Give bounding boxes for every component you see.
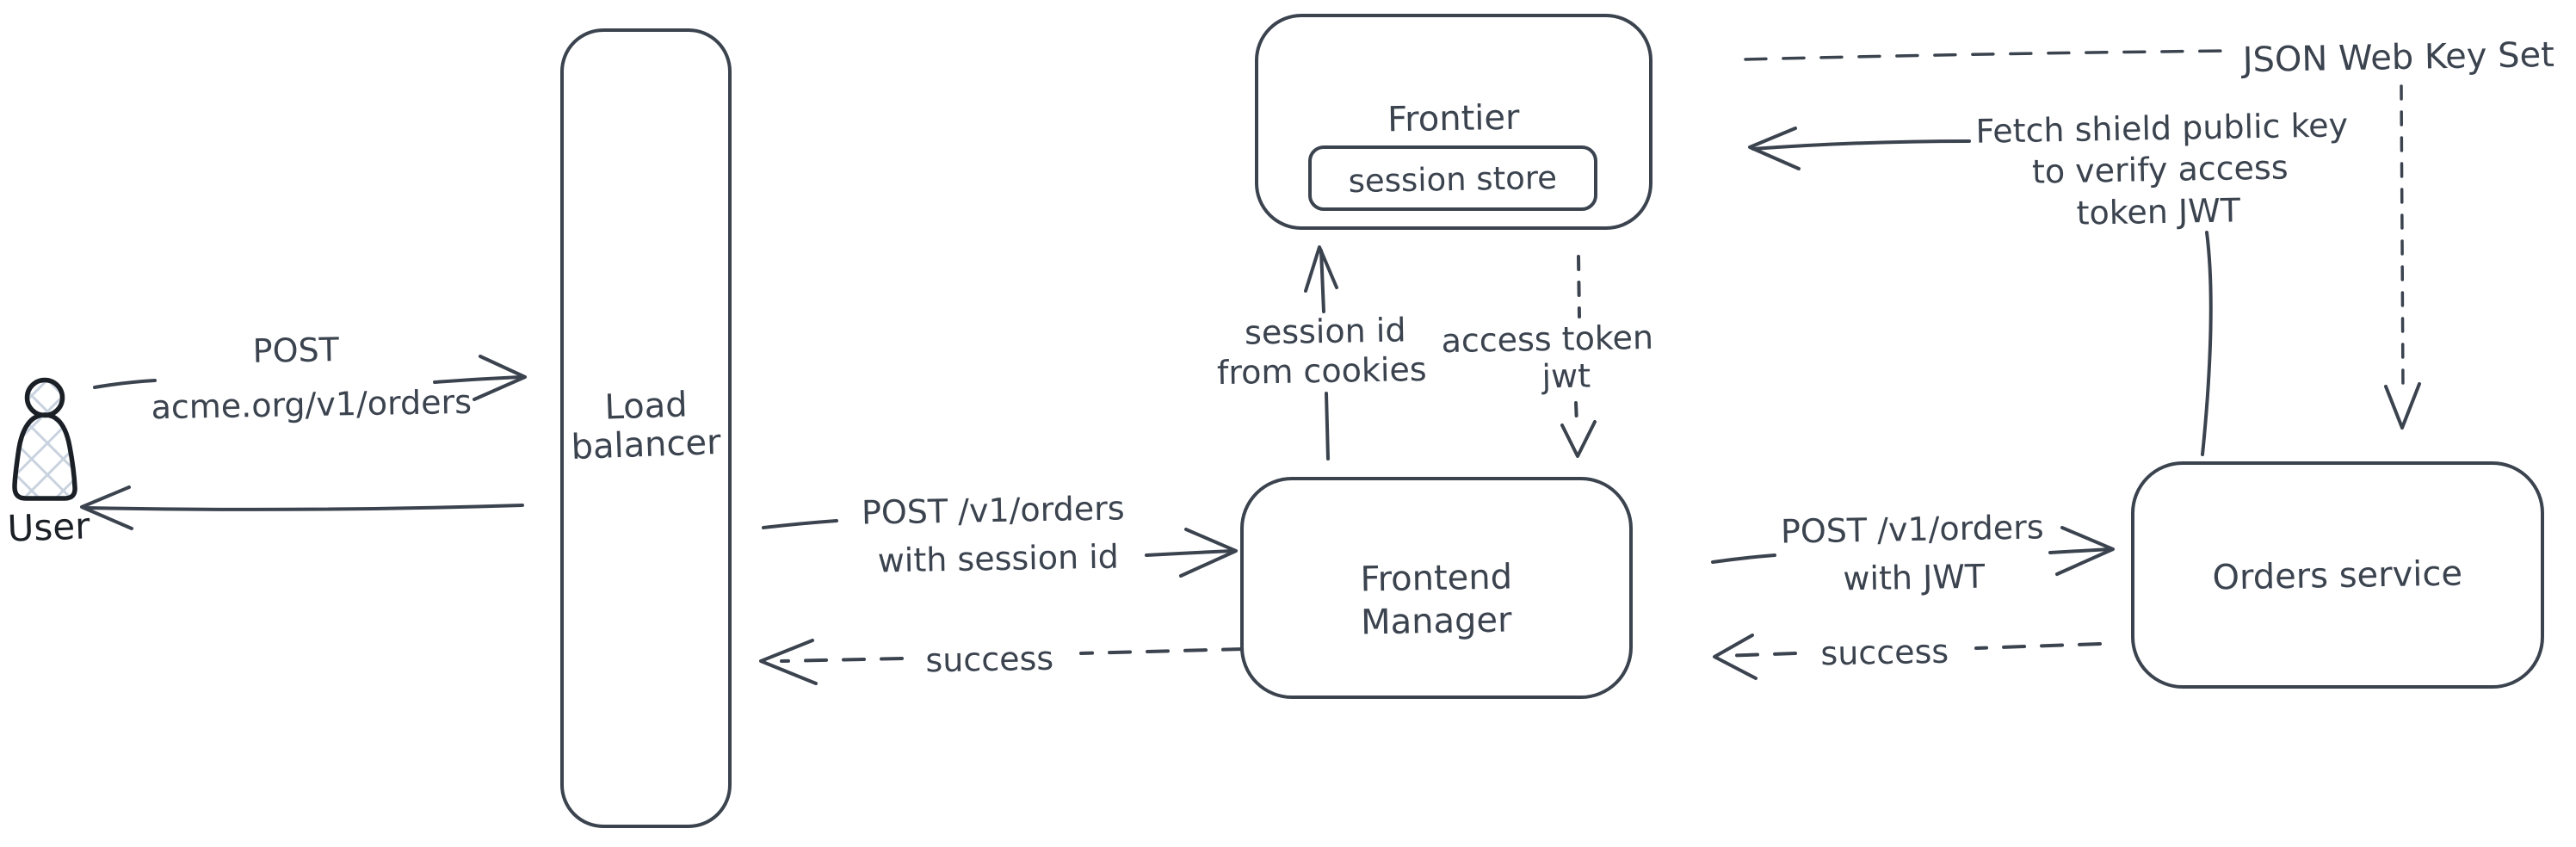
edge-fm-to-orders-tail [1711,553,1776,564]
edge-lb-to-fm-label-2: with session id [877,538,1119,580]
edge-frontier-to-fm: access token jwt [1441,255,1653,458]
orders-service-node: Orders service [2131,461,2544,689]
edge-fm-to-frontier-label-2: from cookies [1217,350,1427,392]
edge-fm-to-lb-label: success [925,640,1053,680]
edge-frontier-to-fm-label-2: jwt [1541,357,1591,396]
edge-fm-to-lb-arrowhead [759,639,818,685]
edge-orders-to-fm-arrowhead [1713,634,1757,680]
edge-user-to-lb-label-1: POST [252,331,340,370]
edge-orders-to-frontier-curve [2201,231,2213,456]
edge-fm-to-frontier-arrowhead [1304,245,1338,293]
edge-lb-to-user-arrowhead [80,485,133,530]
user-label: User [7,504,91,549]
load-balancer-label-2: balancer [571,423,722,467]
edge-frontier-to-fm-label-1: access token [1441,318,1653,360]
edge-jwks-to-orders [2384,84,2421,430]
edge-frontier-to-jwks-dash [1744,49,2237,61]
edge-lb-to-user-shaft [84,504,524,511]
edge-jwks-to-orders-arrowhead [2384,382,2421,430]
frontier-label: Frontier [1387,98,1521,140]
person-body-icon [12,412,77,501]
edge-orders-to-frontier-shaft [1751,139,1971,151]
edge-user-to-lb-arrowhead [473,355,527,401]
edge-fm-to-frontier-shaft-lower [1325,392,1330,461]
edge-lb-to-fm: POST /v1/orders with session id [762,489,1238,580]
edge-fm-to-orders-arrowhead [2055,526,2115,576]
edge-fm-to-lb-dash-left [780,657,904,663]
edge-user-to-lb-shaft [433,375,523,384]
edge-orders-to-fm: success [1713,633,2102,680]
edge-orders-to-frontier-arrowhead [1748,127,1801,170]
edge-fm-to-orders-label-1: POST /v1/orders [1781,508,2044,550]
load-balancer-label-1: Load [604,385,689,427]
edge-lb-to-fm-shaft [1145,549,1236,557]
edge-fm-to-orders: POST /v1/orders with JWT [1711,508,2115,598]
edge-frontier-to-fm-dash-lower [1574,401,1578,425]
orders-service-box [2131,461,2544,689]
edge-fm-to-lb-dash-right [1079,647,1245,655]
load-balancer-node: Load balancer [560,28,732,828]
edge-frontier-to-fm-arrowhead [1560,420,1597,458]
edge-frontier-to-jwks: JSON Web Key Set [1744,35,2554,80]
orders-service-label: Orders service [2212,553,2462,597]
user-node: User [7,377,91,550]
edge-lb-to-fm-arrowhead [1179,528,1238,578]
edge-orders-to-frontier-label-1: Fetch shield public key [1975,106,2348,151]
frontend-manager-label-1: Frontend [1360,557,1512,599]
edge-frontier-to-fm-dash-upper [1577,255,1581,318]
edge-orders-to-frontier-label-2: to verify access [2032,148,2289,190]
edge-lb-to-fm-label-1: POST /v1/orders [862,489,1125,531]
frontend-manager-box [1240,477,1633,699]
person-head-icon [24,377,65,418]
edge-orders-to-frontier: Fetch shield public key to verify access… [1748,106,2348,456]
load-balancer-box [560,28,732,828]
edge-fm-to-orders-shaft [2048,547,2112,554]
edge-user-to-lb: POST acme.org/v1/orders [93,331,527,426]
frontend-manager-node: Frontend Manager [1240,477,1633,699]
edge-fm-to-lb: success [759,639,1245,685]
edge-fm-to-frontier-label-1: session id [1245,311,1406,351]
session-store-box [1308,145,1597,211]
edge-jwks-to-orders-dash [2400,84,2405,393]
frontend-manager-label-2: Manager [1361,600,1513,642]
edge-orders-to-fm-dash-left [1720,652,1797,658]
session-store-label: session store [1348,159,1557,200]
edge-user-to-lb-tail [93,379,157,389]
edge-fm-to-frontier-shaft-upper [1319,249,1325,313]
edge-fm-to-orders-label-2: with JWT [1843,558,1986,598]
edge-lb-to-user [80,485,524,530]
edge-fm-to-frontier: session id from cookies [1217,245,1427,461]
edge-user-to-lb-label-2: acme.org/v1/orders [151,383,472,426]
frontier-node: Frontier session store [1255,14,1652,230]
jwks-label: JSON Web Key Set [2239,35,2554,80]
edge-lb-to-fm-tail [762,519,838,529]
edge-orders-to-fm-dash-right [1974,642,2102,650]
edge-orders-to-frontier-label-3: token JWT [2076,191,2241,232]
edge-orders-to-fm-label: success [1820,633,1949,673]
